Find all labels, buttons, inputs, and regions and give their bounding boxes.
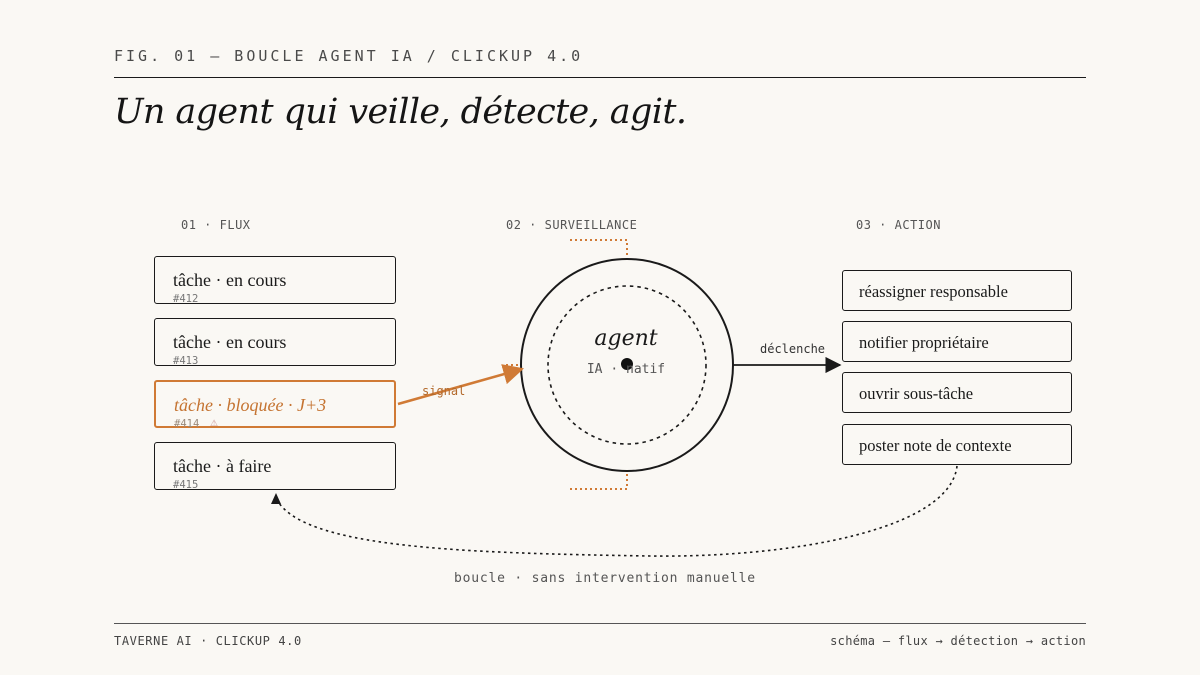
loop-label: boucle · sans intervention manuelle	[454, 571, 756, 586]
task-card[interactable]: tâche · à faire #415	[154, 442, 396, 491]
scan-bracket-bottom	[570, 470, 628, 490]
action-notify[interactable]: notifier propriétaire	[842, 321, 1072, 362]
column-label-action: 03 · ACTION	[856, 218, 941, 232]
footer-caption: schéma — flux → détection → action	[830, 634, 1086, 648]
task-id: #415	[173, 479, 199, 491]
agent-subtitle: IA · natif	[586, 362, 666, 377]
task-label: tâche · bloquée · J+3	[174, 395, 327, 415]
action-open-subtask[interactable]: ouvrir sous-tâche	[842, 372, 1072, 413]
action-label: ouvrir sous-tâche	[859, 384, 974, 403]
task-label: tâche · en cours	[173, 270, 287, 290]
action-post-note[interactable]: poster note de contexte	[842, 424, 1072, 465]
trigger-label: déclenche	[760, 342, 826, 356]
action-label: poster note de contexte	[859, 436, 1012, 455]
task-card[interactable]: tâche · en cours #412	[154, 256, 396, 305]
warning-icon: ⚠	[210, 419, 219, 429]
footer-brand: TAVERNE AI · CLICKUP 4.0	[114, 634, 302, 648]
task-id: #412	[173, 293, 199, 305]
bottom-divider	[114, 623, 1086, 624]
task-label: tâche · en cours	[173, 332, 287, 352]
task-id: #414	[174, 418, 200, 430]
figure-label: FIG. 01 — BOUCLE AGENT IA / CLICKUP 4.0	[114, 47, 584, 65]
top-divider	[114, 77, 1086, 78]
task-card[interactable]: tâche · en cours #413	[154, 318, 396, 367]
action-reassign[interactable]: réassigner responsable	[842, 270, 1072, 311]
signal-label: signal	[422, 384, 466, 398]
task-label: tâche · à faire	[173, 456, 272, 476]
column-label-flux: 01 · FLUX	[181, 218, 251, 232]
agent-name: agent	[594, 326, 658, 351]
column-label-surveillance: 02 · SURVEILLANCE	[506, 218, 638, 232]
action-label: réassigner responsable	[859, 282, 1008, 301]
task-id: #413	[173, 355, 199, 367]
action-label: notifier propriétaire	[859, 333, 989, 352]
task-card-blocked[interactable]: tâche · bloquée · J+3 #414 ⚠	[154, 380, 396, 430]
page-title: Un agent qui veille, détecte, agit.	[114, 92, 687, 132]
loop-arrowhead	[271, 493, 281, 504]
scan-bracket-top	[570, 239, 628, 258]
